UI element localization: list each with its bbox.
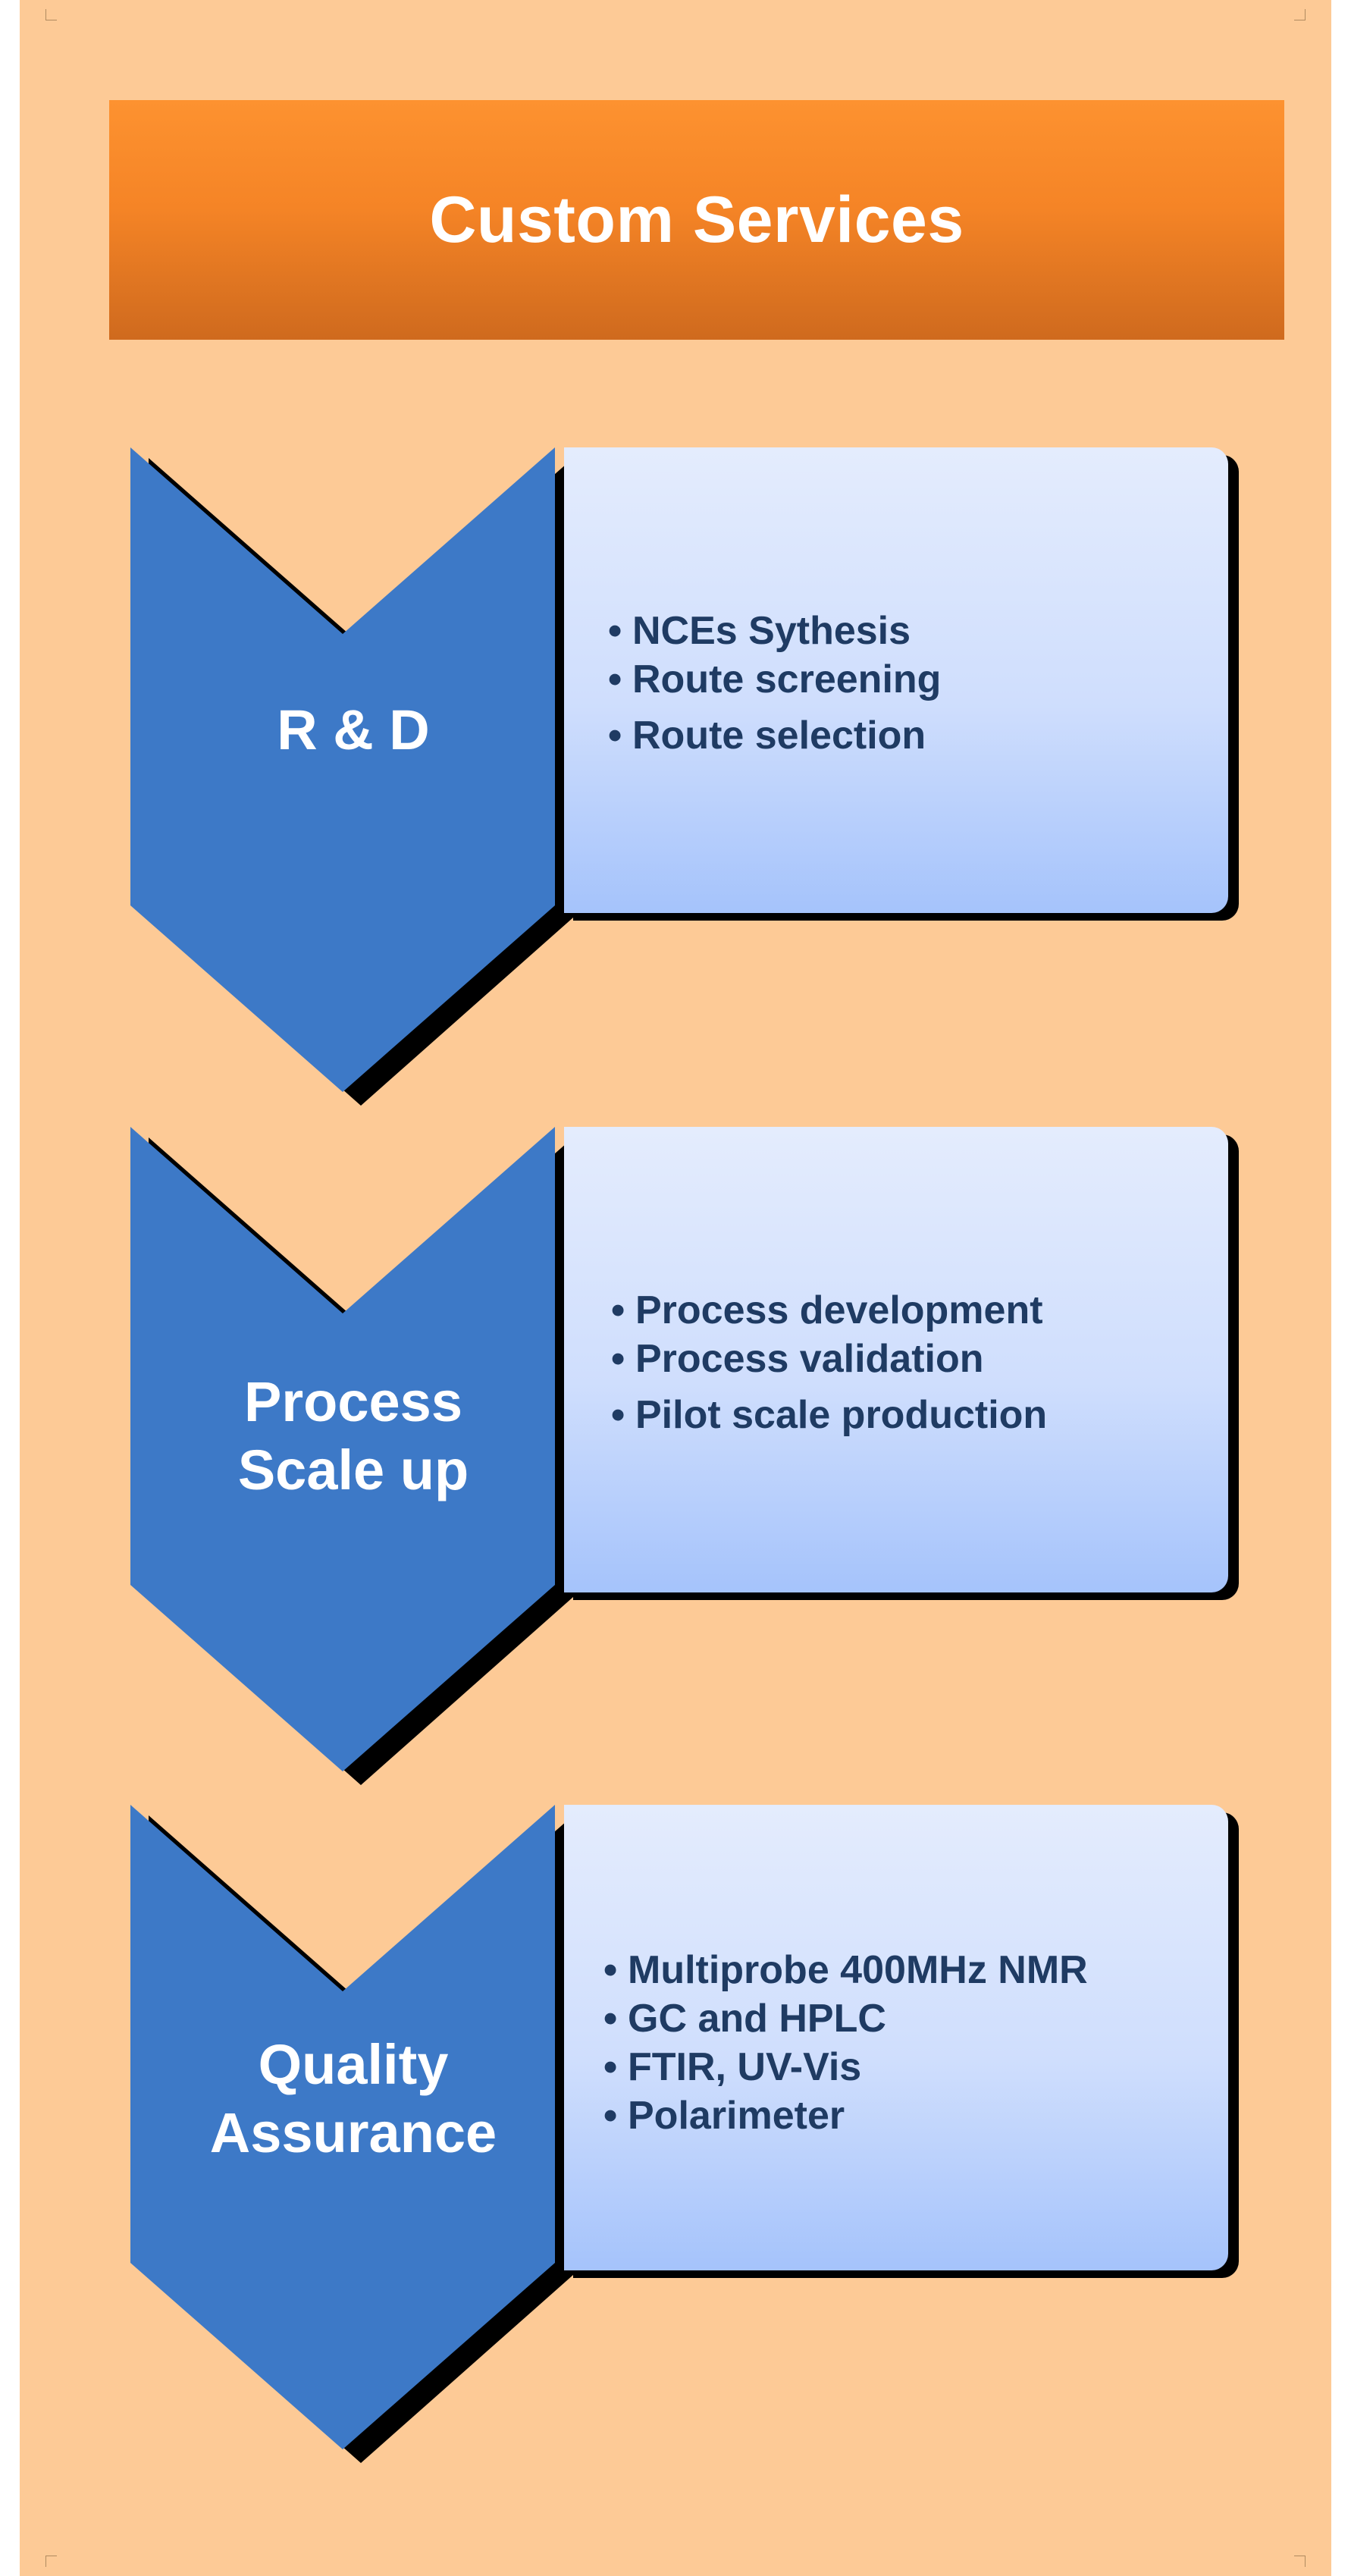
list-item: GC and HPLC [603, 1994, 1088, 2043]
crop-mark-top-left [45, 9, 57, 20]
crop-mark-bottom-left [45, 2556, 57, 2567]
stage-label-line: Process [244, 1370, 462, 1433]
list-item: Polarimeter [603, 2091, 1088, 2140]
list-item: FTIR, UV-Vis [603, 2043, 1088, 2091]
crop-mark-top-right [1294, 9, 1306, 20]
chevron-shape [130, 1127, 573, 1785]
list-item: Pilot scale production [611, 1391, 1047, 1439]
bullet-list: NCEs Sythesis Route screening Route sele… [608, 607, 941, 760]
bullet-list: Process development Process validation P… [611, 1286, 1047, 1439]
stage-quality-assurance: Quality Assurance Multiprobe 400MHz NMR … [20, 1805, 1351, 2472]
list-item: Route screening [608, 655, 941, 704]
stage-process-scale-up: Process Scale up Process development Pro… [20, 1127, 1351, 1794]
page-background: Custom Services R & D NCEs Sythesis Rout… [20, 0, 1331, 2576]
list-item: Process development [611, 1286, 1047, 1335]
chevron-shape [130, 447, 573, 1106]
bullet-list: Multiprobe 400MHz NMR GC and HPLC FTIR, … [603, 1946, 1088, 2140]
stage-label: Quality Assurance [133, 2031, 573, 2167]
list-item: Route selection [608, 711, 941, 760]
stage-rnd: R & D NCEs Sythesis Route screening Rout… [20, 447, 1351, 1115]
stage-label: Process Scale up [133, 1368, 573, 1504]
list-item: Process validation [611, 1335, 1047, 1383]
page-title: Custom Services [429, 183, 964, 256]
stage-label-line: Scale up [237, 1439, 469, 1501]
title-banner: Custom Services [109, 100, 1284, 340]
stage-label-line: Quality [258, 2033, 449, 2096]
stage-label-line: Assurance [209, 2101, 497, 2164]
crop-mark-bottom-right [1294, 2556, 1306, 2567]
stage-label: R & D [133, 696, 573, 764]
list-item: Multiprobe 400MHz NMR [603, 1946, 1088, 1994]
chevron-shape [130, 1805, 573, 2463]
stage-label-line: R & D [277, 698, 430, 761]
list-item: NCEs Sythesis [608, 607, 941, 655]
